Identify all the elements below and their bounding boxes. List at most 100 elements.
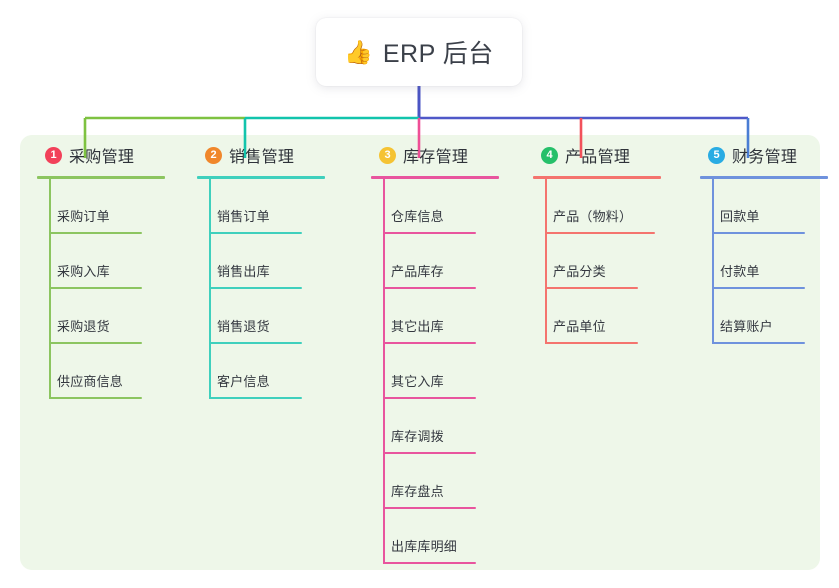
branch-header-5[interactable]: 5 财务管理 bbox=[688, 135, 839, 175]
branch-header-rule-4 bbox=[533, 176, 661, 179]
list-item[interactable]: 供应商信息 bbox=[25, 344, 185, 399]
list-item[interactable]: 销售退货 bbox=[185, 289, 345, 344]
branch-column-3: 3 库存管理 仓库信息 产品库存 其它出库 其它入库 bbox=[359, 135, 519, 564]
branch-badge-4: 4 bbox=[541, 146, 558, 164]
list-item[interactable]: 结算账户 bbox=[688, 289, 839, 344]
list-item[interactable]: 销售出库 bbox=[185, 234, 345, 289]
list-item[interactable]: 库存盘点 bbox=[359, 454, 519, 509]
thumbs-up-icon: 👍 bbox=[344, 38, 373, 65]
item-rule bbox=[383, 397, 476, 399]
item-label: 出库库明细 bbox=[391, 539, 458, 554]
list-item[interactable]: 采购订单 bbox=[25, 179, 185, 234]
branch-title-5: 财务管理 bbox=[732, 149, 798, 166]
branch-column-2: 2 销售管理 销售订单 销售出库 销售退货 客户信息 bbox=[185, 135, 345, 399]
branch-items-3: 仓库信息 产品库存 其它出库 其它入库 库存调拨 bbox=[359, 179, 519, 564]
item-rule bbox=[383, 507, 476, 509]
branch-title-3: 库存管理 bbox=[403, 149, 469, 166]
branch-column-5: 5 财务管理 回款单 付款单 结算账户 bbox=[688, 135, 839, 344]
branch-items-1: 采购订单 采购入库 采购退货 供应商信息 bbox=[25, 179, 185, 399]
branch-header-rule-3 bbox=[371, 176, 499, 179]
branch-column-1: 1 采购管理 采购订单 采购入库 采购退货 供应商信息 bbox=[25, 135, 185, 399]
item-rule bbox=[49, 342, 142, 344]
item-label: 库存调拨 bbox=[391, 429, 444, 444]
branch-title-4: 产品管理 bbox=[565, 149, 631, 166]
item-rule bbox=[712, 342, 805, 344]
branch-items-2: 销售订单 销售出库 销售退货 客户信息 bbox=[185, 179, 345, 399]
item-rule bbox=[545, 287, 638, 289]
list-item[interactable]: 产品分类 bbox=[521, 234, 681, 289]
item-rule bbox=[383, 452, 476, 454]
item-label: 供应商信息 bbox=[57, 374, 124, 389]
list-item[interactable]: 其它入库 bbox=[359, 344, 519, 399]
item-label: 采购入库 bbox=[57, 264, 110, 279]
branch-spine-2 bbox=[209, 179, 211, 399]
branches-panel bbox=[20, 135, 820, 570]
branch-spine-1 bbox=[49, 179, 51, 399]
list-item[interactable]: 回款单 bbox=[688, 179, 839, 234]
branch-column-4: 4 产品管理 产品（物料） 产品分类 产品单位 bbox=[521, 135, 681, 344]
branch-header-1[interactable]: 1 采购管理 bbox=[25, 135, 185, 175]
branch-header-4[interactable]: 4 产品管理 bbox=[521, 135, 681, 175]
item-label: 库存盘点 bbox=[391, 484, 444, 499]
item-rule bbox=[209, 397, 302, 399]
item-label: 采购退货 bbox=[57, 319, 110, 334]
item-label: 回款单 bbox=[720, 209, 760, 224]
branch-header-3[interactable]: 3 库存管理 bbox=[359, 135, 519, 175]
item-rule bbox=[49, 397, 142, 399]
list-item[interactable]: 采购入库 bbox=[25, 234, 185, 289]
item-rule bbox=[545, 342, 638, 344]
item-rule bbox=[712, 232, 805, 234]
list-item[interactable]: 付款单 bbox=[688, 234, 839, 289]
branch-badge-5: 5 bbox=[708, 146, 725, 164]
item-rule bbox=[209, 342, 302, 344]
branch-header-rule-2 bbox=[197, 176, 325, 179]
root-node[interactable]: 👍 ERP 后台 bbox=[316, 18, 522, 86]
list-item[interactable]: 仓库信息 bbox=[359, 179, 519, 234]
item-label: 产品库存 bbox=[391, 264, 444, 279]
branch-header-rule-5 bbox=[700, 176, 828, 179]
branch-badge-3: 3 bbox=[379, 146, 396, 164]
branch-badge-2: 2 bbox=[205, 146, 222, 164]
list-item[interactable]: 销售订单 bbox=[185, 179, 345, 234]
item-rule bbox=[383, 287, 476, 289]
root-title: ERP 后台 bbox=[382, 40, 494, 68]
list-item[interactable]: 客户信息 bbox=[185, 344, 345, 399]
list-item[interactable]: 产品库存 bbox=[359, 234, 519, 289]
branch-spine-5 bbox=[712, 179, 714, 344]
item-rule bbox=[383, 342, 476, 344]
item-label: 产品（物料） bbox=[553, 209, 633, 224]
item-label: 采购订单 bbox=[57, 209, 110, 224]
branch-spine-4 bbox=[545, 179, 547, 344]
item-label: 其它入库 bbox=[391, 374, 444, 389]
item-label: 客户信息 bbox=[217, 374, 270, 389]
list-item[interactable]: 产品单位 bbox=[521, 289, 681, 344]
branch-items-5: 回款单 付款单 结算账户 bbox=[688, 179, 839, 344]
item-rule bbox=[49, 232, 142, 234]
item-label: 结算账户 bbox=[720, 319, 773, 334]
item-rule bbox=[712, 287, 805, 289]
list-item[interactable]: 产品（物料） bbox=[521, 179, 681, 234]
list-item[interactable]: 库存调拨 bbox=[359, 399, 519, 454]
item-label: 销售退货 bbox=[217, 319, 270, 334]
item-label: 付款单 bbox=[720, 264, 760, 279]
list-item[interactable]: 采购退货 bbox=[25, 289, 185, 344]
branch-header-2[interactable]: 2 销售管理 bbox=[185, 135, 345, 175]
branch-title-2: 销售管理 bbox=[229, 149, 295, 166]
item-label: 产品分类 bbox=[553, 264, 606, 279]
branch-spine-3 bbox=[383, 179, 385, 564]
list-item[interactable]: 其它出库 bbox=[359, 289, 519, 344]
item-rule bbox=[383, 232, 476, 234]
item-rule bbox=[383, 562, 476, 564]
item-label: 产品单位 bbox=[553, 319, 606, 334]
item-rule bbox=[209, 287, 302, 289]
item-label: 销售出库 bbox=[217, 264, 270, 279]
item-label: 销售订单 bbox=[217, 209, 270, 224]
branch-badge-1: 1 bbox=[45, 146, 62, 164]
item-rule bbox=[49, 287, 142, 289]
item-rule bbox=[209, 232, 302, 234]
list-item[interactable]: 出库库明细 bbox=[359, 509, 519, 564]
branch-items-4: 产品（物料） 产品分类 产品单位 bbox=[521, 179, 681, 344]
item-rule bbox=[545, 232, 655, 234]
item-label: 仓库信息 bbox=[391, 209, 444, 224]
